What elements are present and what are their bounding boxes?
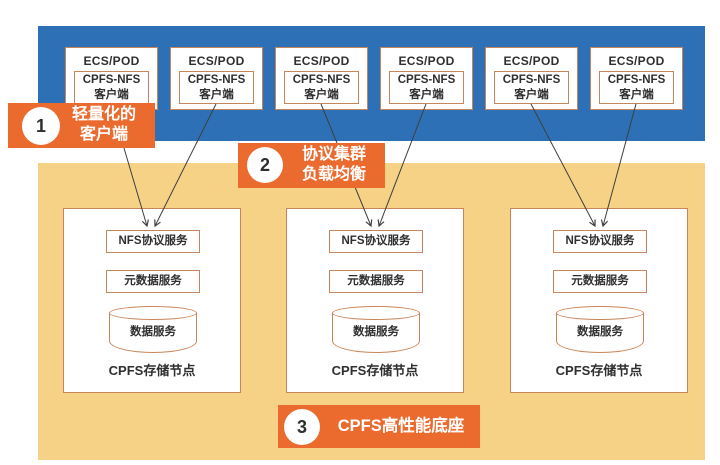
storage-node-label: CPFS存储节点 xyxy=(555,363,643,378)
host-label: ECS/POD xyxy=(188,54,245,68)
nfs-protocol-service-box: NFS协议服务 xyxy=(329,230,423,253)
cpfs-nfs-client-box: CPFS-NFS 客户端 xyxy=(74,71,149,104)
metadata-service-box: 元数据服务 xyxy=(106,270,200,293)
badge-number-circle: 2 xyxy=(247,147,283,183)
badge-label: 协议集群 负载均衡 xyxy=(290,145,378,185)
cylinder-top xyxy=(556,306,644,320)
badge-label: CPFS高性能底座 xyxy=(330,405,472,448)
client-box-4: ECS/POD CPFS-NFS 客户端 xyxy=(380,47,473,110)
client-label-line2: 客户端 xyxy=(514,89,549,101)
storage-node-label: CPFS存储节点 xyxy=(108,363,196,378)
cpfs-nfs-client-box: CPFS-NFS 客户端 xyxy=(284,71,359,104)
client-label-line1: CPFS-NFS xyxy=(82,74,141,86)
badge-label-line1: 协议集群 xyxy=(301,146,366,163)
client-box-2: ECS/POD CPFS-NFS 客户端 xyxy=(170,47,263,110)
storage-node-1: NFS协议服务 元数据服务 数据服务 CPFS存储节点 xyxy=(63,208,241,393)
badge-label: 轻量化的 客户端 xyxy=(58,105,150,145)
host-label: ECS/POD xyxy=(608,54,665,68)
cylinder-top xyxy=(332,306,420,320)
storage-node-2: NFS协议服务 元数据服务 数据服务 CPFS存储节点 xyxy=(286,208,464,393)
client-label-line1: CPFS-NFS xyxy=(187,74,246,86)
host-label: ECS/POD xyxy=(503,54,560,68)
client-label-line2: 客户端 xyxy=(199,89,234,101)
data-service-label: 数据服务 xyxy=(353,326,399,338)
nfs-protocol-service-box: NFS协议服务 xyxy=(106,230,200,253)
badge-number-circle: 1 xyxy=(22,107,60,145)
storage-node-label: CPFS存储节点 xyxy=(331,363,419,378)
badge-label-line2: 负载均衡 xyxy=(301,166,366,183)
cylinder-top xyxy=(109,306,197,320)
client-box-5: ECS/POD CPFS-NFS 客户端 xyxy=(485,47,578,110)
metadata-service-box: 元数据服务 xyxy=(553,270,647,293)
client-box-3: ECS/POD CPFS-NFS 客户端 xyxy=(275,47,368,110)
data-service-label: 数据服务 xyxy=(130,326,176,338)
cpfs-nfs-client-box: CPFS-NFS 客户端 xyxy=(599,71,674,104)
badge-label-line1: CPFS高性能底座 xyxy=(337,417,465,435)
cpfs-nfs-client-box: CPFS-NFS 客户端 xyxy=(494,71,569,104)
client-label-line1: CPFS-NFS xyxy=(292,74,351,86)
metadata-service-box: 元数据服务 xyxy=(329,270,423,293)
badge-cpfs-high-performance-base: 3 CPFS高性能底座 xyxy=(278,405,480,448)
badge-lightweight-client: 1 轻量化的 客户端 xyxy=(8,103,155,148)
badge-number: 1 xyxy=(35,115,46,136)
data-service-label: 数据服务 xyxy=(577,326,623,338)
data-service-cylinder: 数据服务 xyxy=(556,306,644,353)
host-label: ECS/POD xyxy=(293,54,350,68)
client-label-line2: 客户端 xyxy=(409,89,444,101)
badge-label-line2: 客户端 xyxy=(79,126,128,143)
badge-label-line1: 轻量化的 xyxy=(71,106,136,123)
nfs-protocol-service-box: NFS协议服务 xyxy=(553,230,647,253)
client-label-line1: CPFS-NFS xyxy=(502,74,561,86)
host-label: ECS/POD xyxy=(83,54,140,68)
client-label-line1: CPFS-NFS xyxy=(607,74,666,86)
data-service-cylinder: 数据服务 xyxy=(109,306,197,353)
client-label-line2: 客户端 xyxy=(304,89,339,101)
storage-node-3: NFS协议服务 元数据服务 数据服务 CPFS存储节点 xyxy=(510,208,688,393)
client-label-line2: 客户端 xyxy=(94,89,129,101)
badge-number: 2 xyxy=(259,154,270,175)
host-label: ECS/POD xyxy=(398,54,455,68)
client-label-line1: CPFS-NFS xyxy=(397,74,456,86)
client-box-6: ECS/POD CPFS-NFS 客户端 xyxy=(590,47,683,110)
client-box-1: ECS/POD CPFS-NFS 客户端 xyxy=(65,47,158,110)
badge-number: 3 xyxy=(296,416,307,437)
badge-number-circle: 3 xyxy=(284,409,320,445)
cpfs-nfs-client-box: CPFS-NFS 客户端 xyxy=(389,71,464,104)
client-label-line2: 客户端 xyxy=(619,89,654,101)
cpfs-nfs-client-box: CPFS-NFS 客户端 xyxy=(179,71,254,104)
badge-protocol-cluster-load-balancing: 2 协议集群 负载均衡 xyxy=(238,143,385,188)
data-service-cylinder: 数据服务 xyxy=(332,306,420,353)
